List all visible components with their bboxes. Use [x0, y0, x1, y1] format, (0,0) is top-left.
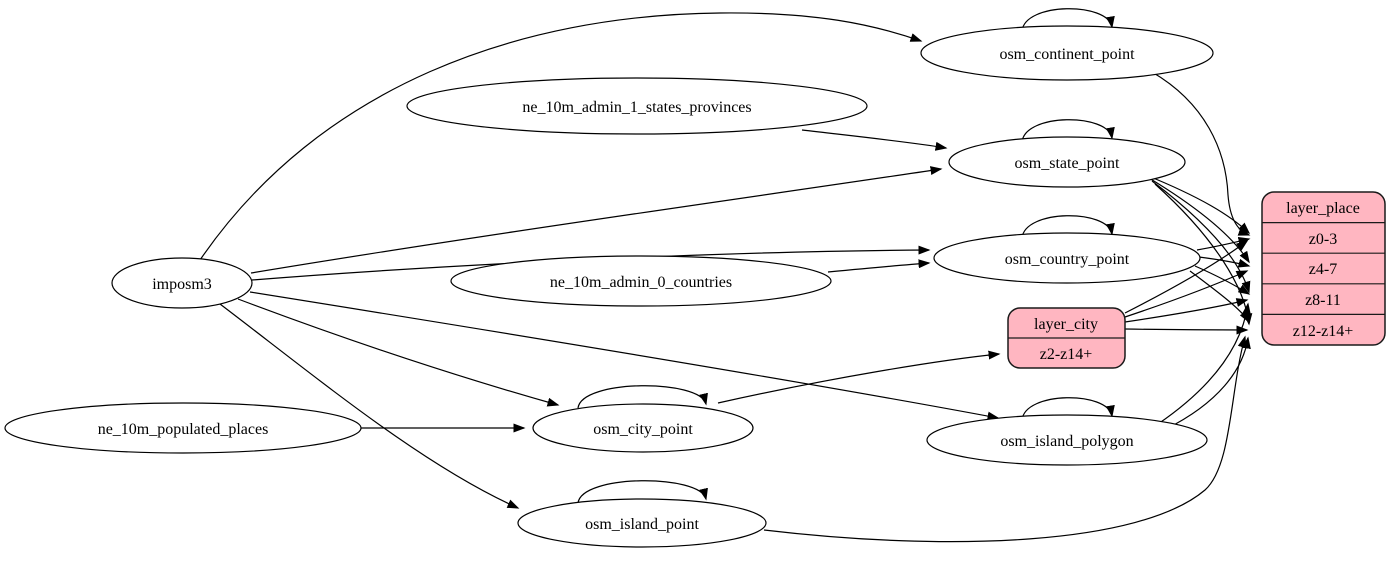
node-ne_10m_admin_1_states_provinces: ne_10m_admin_1_states_provinces — [406, 77, 868, 135]
node-osm_island_polygon: osm_island_polygon — [926, 414, 1208, 466]
selfloop-osm_continent_point — [1021, 8, 1115, 32]
edge-osm_country_point-layer_place_z8-11 — [1194, 265, 1251, 295]
layer_place-box — [1261, 191, 1386, 346]
selfloop-osm_island_polygon — [1021, 397, 1115, 421]
imposm3-label: imposm3 — [152, 276, 212, 293]
layer_place-row-z12-z14: z12-z14+ — [1293, 323, 1354, 340]
osm_island_polygon-shape — [926, 414, 1208, 466]
layer_place-row-z0-3: z0-3 — [1309, 231, 1337, 248]
selfloop-osm_island_point — [577, 480, 708, 504]
ne_10m_admin_1_states_provinces-shape — [406, 77, 868, 135]
osm_state_point-label: osm_state_point — [1015, 155, 1120, 172]
node-imposm3: imposm3 — [111, 257, 253, 309]
edge-imposm3-osm_city_point — [237, 298, 560, 407]
osm_island_point-shape — [517, 498, 767, 548]
edge-osm_state_point-layer_place_z8-11 — [1151, 180, 1251, 294]
edge-osm_state_point-layer_place_z4-7 — [1148, 177, 1250, 264]
edge-ne_10m_admin_0_countries-osm_country_point — [827, 259, 931, 273]
edge-layer_city-layer_place_z4-7 — [1124, 270, 1249, 318]
node-osm_city_point: osm_city_point — [532, 403, 754, 453]
edge-osm_country_point-layer_place_z0-3 — [1196, 236, 1251, 251]
layer_city-title: layer_city — [1034, 316, 1098, 333]
edge-osm_island_polygon-layer_place_z12-z14 — [1165, 336, 1251, 430]
osm_country_point-shape — [933, 232, 1201, 284]
edge-imposm3-osm_state_point — [250, 166, 943, 274]
selfloop-osm_country_point — [1021, 215, 1115, 239]
ne_10m_admin_0_countries-shape — [450, 255, 832, 307]
edge-ne_10m_admin_1_states_provinces-osm_state_point — [801, 129, 948, 151]
node-ne_10m_admin_0_countries: ne_10m_admin_0_countries — [450, 255, 832, 307]
edge-imposm3-osm_continent_point — [199, 12, 923, 261]
node-osm_continent_point: osm_continent_point — [920, 25, 1214, 81]
osm_island_polygon-label: osm_island_polygon — [1000, 433, 1133, 450]
osm_island_point-label: osm_island_point — [585, 516, 699, 533]
node-layer_city: layer_city z2-z14+ — [1007, 307, 1126, 369]
edge-osm_state_point-layer_place_z0-3 — [1145, 174, 1251, 235]
osm_city_point-label: osm_city_point — [593, 421, 693, 438]
osm_continent_point-label: osm_continent_point — [999, 46, 1135, 63]
node-osm_state_point: osm_state_point — [948, 136, 1186, 188]
layer_place-row-z4-7: z4-7 — [1309, 261, 1337, 278]
edge-osm_island_polygon-layer_place_z8-11 — [1157, 302, 1251, 425]
edge-layer_city-layer_place_z8-11 — [1124, 298, 1249, 323]
selfloop-osm_state_point — [1021, 119, 1115, 143]
osm_continent_point-shape — [920, 25, 1214, 81]
osm_state_point-shape — [948, 136, 1186, 188]
edge-osm_city_point-layer_city_z2-z14 — [717, 350, 1001, 404]
edge-imposm3-osm_island_point — [219, 303, 520, 509]
edge-layer_city-layer_place_z12-z14 — [1124, 325, 1249, 335]
node-ne_10m_populated_places: ne_10m_populated_places — [4, 402, 362, 454]
edge-osm_country_point-layer_place_z12-z14 — [1189, 270, 1250, 324]
ne_10m_populated_places-label: ne_10m_populated_places — [98, 421, 269, 438]
ne_10m_admin_1_states_provinces-label: ne_10m_admin_1_states_provinces — [522, 99, 751, 116]
selfloop-osm_city_point — [577, 385, 708, 409]
node-layer_place: layer_place z0-3 z4-7 z8-11 z12-z14+ — [1261, 191, 1386, 346]
edge-layer_city-layer_place_z0-3 — [1124, 240, 1249, 314]
edges — [199, 8, 1253, 543]
node-osm_island_point: osm_island_point — [517, 498, 767, 548]
layer_place-row-z8-11: z8-11 — [1305, 292, 1341, 309]
ne_10m_populated_places-shape — [4, 402, 362, 454]
osm_city_point-shape — [532, 403, 754, 453]
ne_10m_admin_0_countries-label: ne_10m_admin_0_countries — [550, 274, 732, 291]
node-osm_country_point: osm_country_point — [933, 232, 1201, 284]
layer_place-title: layer_place — [1286, 200, 1360, 217]
edge-osm_country_point-layer_place_z4-7 — [1198, 256, 1251, 268]
imposm3-shape — [111, 257, 253, 309]
edge-osm_continent_point-layer_place_z0-3 — [1151, 71, 1251, 236]
edge-imposm3-osm_island_polygon — [249, 291, 1000, 421]
edge-osm_island_point-layer_place_z12-z14 — [763, 335, 1247, 543]
osm_country_point-label: osm_country_point — [1005, 251, 1130, 268]
layer_city-row-z2-z14: z2-z14+ — [1040, 346, 1093, 363]
